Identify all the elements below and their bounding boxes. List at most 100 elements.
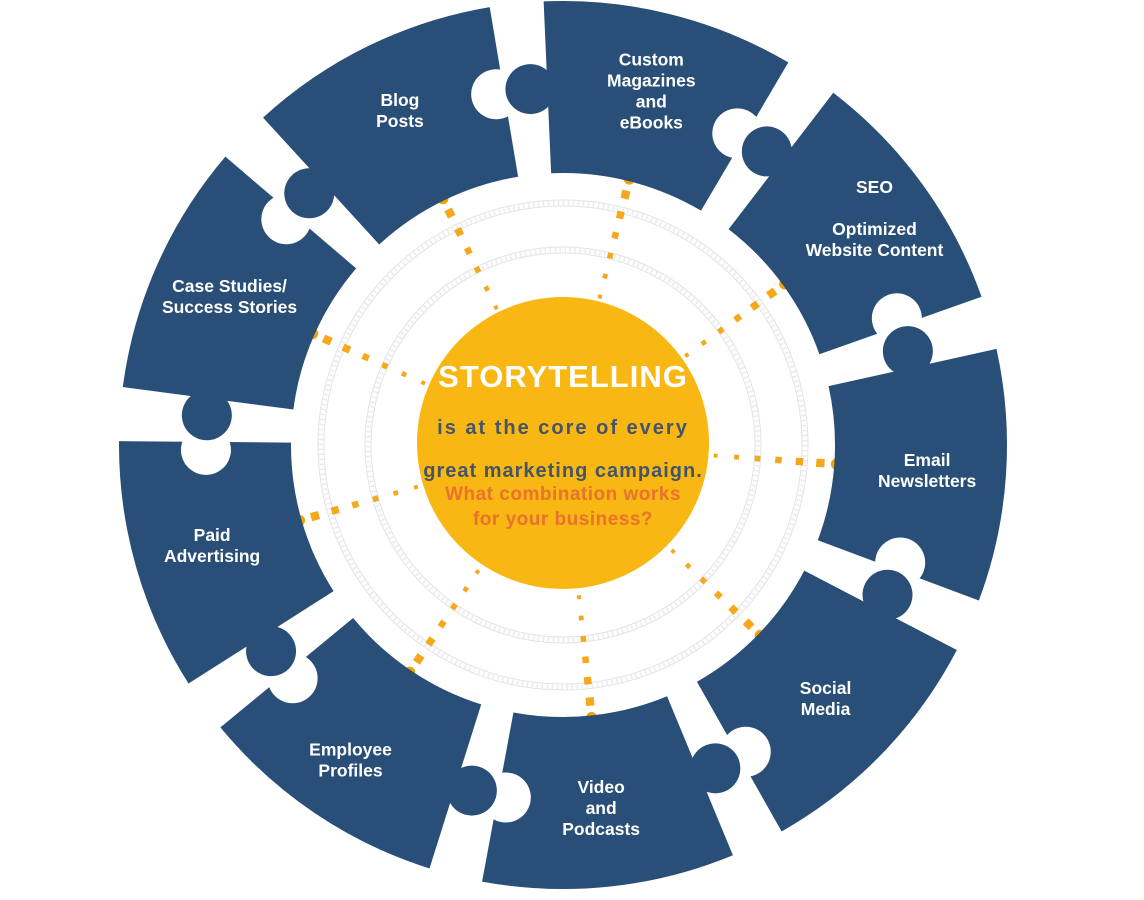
center-question-line1: What combination works [445, 484, 681, 505]
ray-dot [372, 495, 380, 503]
puzzle-piece-label: Email [904, 450, 951, 470]
dotted-ray-paid-advertising [294, 484, 419, 527]
puzzle-piece-label: Success Stories [162, 297, 297, 317]
ray-dot [775, 456, 782, 464]
ray-dot [713, 590, 723, 600]
ray-dot [749, 300, 760, 311]
ray-dot [321, 334, 333, 346]
puzzle-piece-label: Podcasts [562, 819, 640, 839]
ray-dot [381, 361, 389, 370]
ray-dot [699, 576, 708, 585]
ray-dot [454, 227, 465, 237]
ray-dot [351, 500, 360, 509]
dotted-ray-case-studies-success-stories [307, 328, 426, 386]
puzzle-knobs [181, 64, 933, 816]
puzzle-piece-label: Paid [194, 525, 231, 545]
puzzle-piece-label: Custom [619, 49, 684, 69]
ray-dot [765, 287, 778, 300]
ray-dot [815, 458, 825, 468]
ray-dot [742, 618, 755, 631]
puzzle-piece-video-and-podcasts [482, 696, 733, 889]
center-body-line2: great marketing campaign. [423, 460, 703, 482]
ray-dot [597, 294, 603, 299]
puzzle-piece-label: and [586, 798, 617, 818]
center-group: STORYTELLING is at the core of every gre… [417, 297, 709, 589]
ray-dot [425, 636, 436, 647]
puzzle-knob-employee-profiles [446, 765, 497, 816]
puzzle-knob-video-and-podcasts [690, 743, 741, 794]
puzzle-piece-label: eBooks [620, 112, 683, 132]
ray-dot [670, 548, 676, 555]
ray-dot [754, 455, 761, 462]
puzzle-knob-blog-posts [284, 168, 335, 219]
puzzle-knob-paid-advertising [246, 626, 297, 677]
puzzle-piece-label: Media [801, 699, 851, 719]
dotted-ray-email-newsletters [713, 453, 842, 470]
ray-dot [582, 656, 590, 664]
center-title: STORYTELLING [438, 359, 688, 394]
ray-dot [361, 352, 370, 362]
ray-dot [341, 343, 352, 354]
puzzle-piece-label: Case Studies/ [172, 276, 287, 296]
ray-dot [400, 371, 408, 378]
ray-dot [795, 457, 804, 466]
puzzle-piece-label: and [636, 91, 667, 111]
ray-dot [716, 326, 725, 335]
guide-ring-2 [317, 199, 809, 691]
center-question-line2: for your business? [473, 509, 653, 530]
puzzle-piece-email-newsletters [817, 348, 1007, 601]
ray-dot [483, 285, 490, 292]
dotted-ray-video-and-podcasts [576, 594, 598, 723]
ray-dot [713, 453, 718, 458]
ray-dot [728, 604, 739, 615]
ray-dot [437, 619, 447, 629]
ray-dot [413, 484, 419, 490]
ray-dot [583, 676, 592, 685]
ray-dot [602, 273, 609, 280]
puzzle-piece-label: Optimized [832, 219, 917, 239]
puzzle-piece-label: Magazines [607, 70, 696, 90]
puzzle-piece-label: Newsletters [878, 471, 977, 491]
puzzle-piece-custom-magazines-ebooks [543, 0, 789, 211]
ray-dot [620, 189, 631, 200]
puzzle-piece-paid-advertising [119, 441, 334, 684]
puzzle-knob-email-newsletters [882, 326, 933, 377]
ray-dot [576, 594, 582, 600]
ray-dot [585, 697, 595, 707]
ray-dot [444, 207, 456, 219]
puzzle-piece-seo-optimized-website-content [728, 92, 982, 355]
ray-dot [392, 489, 399, 496]
ray-dot [578, 615, 584, 621]
ray-dot [309, 510, 321, 522]
ray-dot [493, 304, 499, 311]
puzzle-piece-label: Social [800, 678, 852, 698]
ray-dot [580, 635, 587, 643]
ray-dot [420, 380, 426, 386]
puzzle-piece-label: Profiles [318, 761, 382, 781]
ray-dot [473, 265, 482, 274]
center-body-line1: is at the core of every [437, 417, 689, 439]
ray-dot [683, 352, 690, 358]
ray-dot [412, 653, 425, 665]
guide-ring-1 [364, 246, 762, 644]
ray-dot [606, 252, 614, 260]
ray-dot [684, 562, 692, 570]
ray-dot [330, 505, 340, 515]
ray-dot [462, 585, 470, 593]
puzzle-piece-label: Video [577, 777, 624, 797]
ray-dot [474, 569, 481, 575]
puzzle-knob-custom-magazines-ebooks [505, 64, 556, 115]
dotted-rays [294, 173, 842, 723]
puzzle-piece-label: SEO [856, 177, 893, 197]
ray-dot [450, 602, 458, 611]
puzzle-knob-case-studies-success-stories [181, 390, 232, 441]
ray-dot [463, 246, 473, 256]
puzzle-piece-label: Advertising [164, 546, 260, 566]
dotted-ray-seo-optimized-website-content [683, 278, 791, 358]
ray-dot [611, 231, 620, 240]
ray-dot [700, 339, 708, 347]
dotted-ray-employee-profiles [404, 569, 481, 678]
ray-dot [733, 313, 743, 323]
